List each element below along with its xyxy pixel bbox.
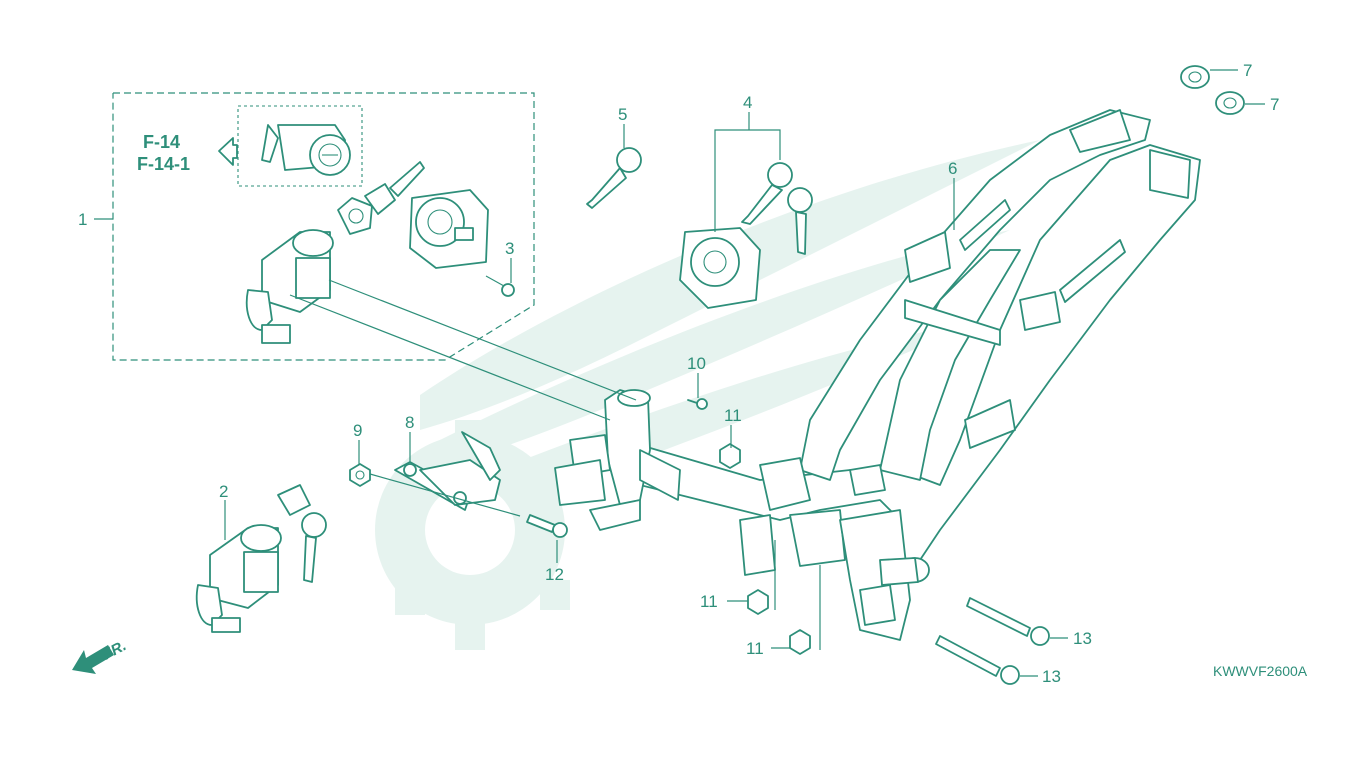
key-part-5 [586, 147, 642, 209]
screw-part-3 [485, 275, 515, 297]
ignition-switch-part-2 [195, 484, 327, 633]
callout-11b: 11 [700, 592, 718, 611]
callout-3: 3 [505, 239, 514, 258]
bolt-part-12 [526, 514, 568, 538]
callout-7b: 7 [1270, 95, 1279, 114]
leader-lines [94, 69, 1265, 677]
callout-10: 10 [687, 354, 706, 373]
callout-4: 4 [743, 93, 752, 112]
reference-f14-1: F-14-1 [137, 154, 190, 174]
diagram-code: KWWVF2600A [1213, 663, 1308, 679]
front-direction-arrow-icon [72, 645, 114, 674]
head-pipe-part [554, 389, 681, 531]
callout-12: 12 [545, 565, 564, 584]
reference-f14: F-14 [143, 132, 180, 152]
ignition-switch-part [245, 161, 425, 344]
key-cylinder-part [261, 124, 351, 176]
assembly-1-boundary [112, 92, 535, 361]
bolt-part-10 [687, 398, 708, 410]
lock-set-part-4 [679, 162, 813, 309]
callout-11c: 11 [746, 639, 764, 658]
bracket-part-8 [394, 431, 501, 511]
bolt-part-13 [935, 597, 1050, 685]
callout-1: 1 [78, 210, 87, 229]
callout-11a: 11 [724, 406, 742, 425]
nut-part-11 [719, 443, 811, 655]
callout-5: 5 [618, 105, 627, 124]
callout-labels: 1 2 3 4 5 6 7 7 8 9 10 11 11 11 12 13 13 [78, 61, 1279, 686]
frame-body-part-6 [599, 109, 1201, 591]
callout-7a: 7 [1243, 61, 1252, 80]
shutter-part [409, 189, 489, 269]
callout-8: 8 [405, 413, 414, 432]
engine-mount-part [739, 457, 930, 641]
callout-13b: 13 [1042, 667, 1061, 686]
callout-9: 9 [353, 421, 362, 440]
callout-6: 6 [948, 159, 957, 178]
nut-part-9 [349, 463, 371, 487]
callout-2: 2 [219, 482, 228, 501]
arrow-left-hollow-icon [218, 137, 238, 166]
callout-13a: 13 [1073, 629, 1092, 648]
grommet-part-7 [1180, 65, 1245, 115]
